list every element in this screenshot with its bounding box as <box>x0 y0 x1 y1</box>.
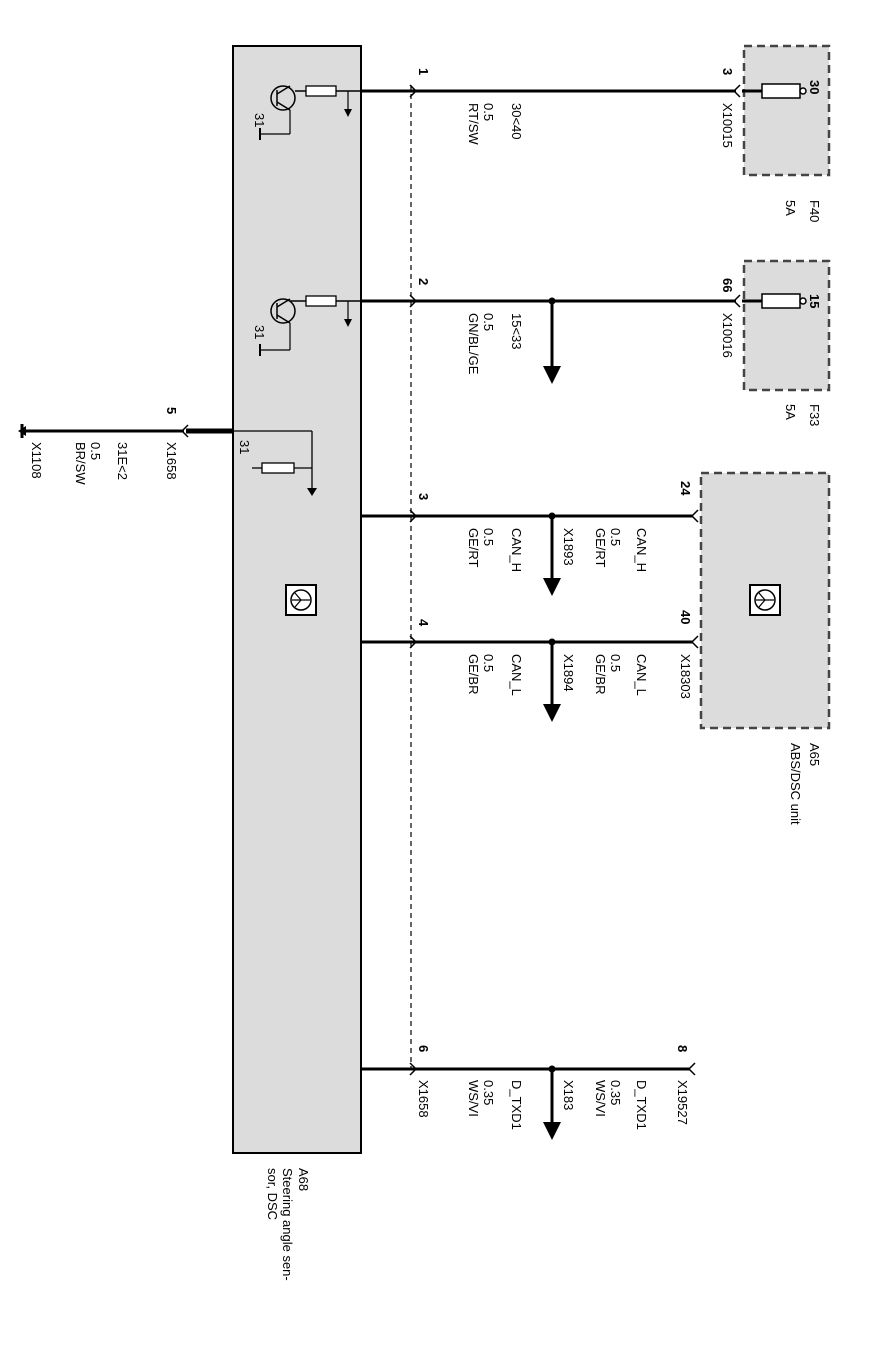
wire-6-connector: X1658 <box>416 1080 431 1118</box>
wire-6-far-gauge: 0.35 <box>608 1080 623 1105</box>
wire-6 <box>361 1062 696 1140</box>
a68-name-line2: sor, DSC <box>265 1168 280 1220</box>
wire-1-far-pin: 3 <box>720 68 735 75</box>
wire-3-far-gauge: 0.5 <box>608 528 623 546</box>
a68-control-unit-icon <box>285 584 317 616</box>
ground-wire-pin: 5 <box>164 407 179 414</box>
fuse-f40-rating: 5A <box>783 200 798 216</box>
wire-3-color: GE/RT <box>466 528 481 568</box>
wire-1-gauge: 0.5 <box>481 103 496 121</box>
a68-name-line1: Steering angle sen- <box>280 1168 295 1281</box>
wire-6-color: WS/VI <box>466 1080 481 1117</box>
ground-wire-color: BR/SW <box>73 442 88 485</box>
wire-1-far-connector: X10015 <box>720 103 735 148</box>
wire-3 <box>361 509 699 596</box>
a65-control-unit-icon <box>749 584 781 616</box>
wire-4-far-pin: 40 <box>678 610 693 624</box>
wire-6-far-color: WS/VI <box>593 1080 608 1117</box>
ground-wire-gauge: 0.5 <box>88 442 103 460</box>
wire-3-gauge: 0.5 <box>481 528 496 546</box>
ground-label-31-a: 31 <box>252 113 267 127</box>
wire-4-far-connector: X18303 <box>678 654 693 699</box>
wire-1-color: RT/SW <box>466 103 481 145</box>
wire-4 <box>361 635 699 722</box>
fuse-f40-element <box>742 83 807 99</box>
fuse-f33-box <box>742 259 831 392</box>
a68-internal-ground-resistor <box>233 430 317 496</box>
wire-4-color: GE/BR <box>466 654 481 694</box>
ground-label-31-c: 31 <box>237 440 252 454</box>
a65-id: A65 <box>807 743 822 766</box>
fuse-f40-box <box>742 44 831 177</box>
wire-6-gauge: 0.35 <box>481 1080 496 1105</box>
wire-2-gauge: 0.5 <box>481 313 496 331</box>
a68-id: A68 <box>296 1168 311 1191</box>
wire-2 <box>361 294 741 384</box>
ground-wire-signal: 31E<2 <box>115 442 130 480</box>
ground-wire-connector: X1658 <box>164 442 179 480</box>
a65-name: ABS/DSC unit <box>788 743 803 825</box>
wire-4-signal: CAN_L <box>509 654 524 696</box>
ground-connector: X1108 <box>29 442 44 479</box>
fuse-f33-terminal: 15 <box>807 294 822 308</box>
wire-2-color: GN/BL/GE <box>466 313 481 375</box>
wire-4-far-gauge: 0.5 <box>608 654 623 672</box>
wire-4-splice: X1894 <box>561 654 576 692</box>
ground-label-31-b: 31 <box>252 325 267 339</box>
a68-internal-driver-2 <box>259 295 361 356</box>
wire-4-far-signal: CAN_L <box>634 654 649 696</box>
wire-2-far-connector: X10016 <box>720 313 735 358</box>
wire-6-far-signal: D_TXD1 <box>634 1080 649 1130</box>
wire-1-signal: 30<40 <box>509 103 524 140</box>
wire-2-pin: 2 <box>416 278 431 285</box>
wire-3-far-signal: CAN_H <box>634 528 649 572</box>
wire-1 <box>361 84 741 98</box>
fuse-f40-id: F40 <box>807 200 822 222</box>
wire-6-signal: D_TXD1 <box>509 1080 524 1130</box>
wire-4-gauge: 0.5 <box>481 654 496 672</box>
ground-wire-5 <box>18 424 233 438</box>
wire-6-pin: 6 <box>416 1045 431 1052</box>
fuse-f33-id: F33 <box>807 404 822 426</box>
a68-internal-driver-1 <box>259 85 361 140</box>
wire-3-splice: X1893 <box>561 528 576 566</box>
wire-2-far-pin: 66 <box>720 278 735 292</box>
wire-3-signal: CAN_H <box>509 528 524 572</box>
wire-4-pin: 4 <box>416 619 431 627</box>
fuse-f40-terminal: 30 <box>807 80 822 94</box>
wire-6-far-connector: X19527 <box>675 1080 690 1125</box>
wire-1-pin: 1 <box>416 68 431 75</box>
wire-3-far-color: GE/RT <box>593 528 608 568</box>
wire-3-pin: 3 <box>416 493 431 500</box>
wire-4-far-color: GE/BR <box>593 654 608 694</box>
wire-6-far-pin: 8 <box>675 1045 690 1052</box>
fuse-f33-rating: 5A <box>783 404 798 420</box>
wire-3-far-pin: 24 <box>678 481 693 496</box>
wire-6-splice: X183 <box>561 1080 576 1110</box>
wire-2-signal: 15<33 <box>509 313 524 350</box>
fuse-f33-element <box>742 293 807 309</box>
